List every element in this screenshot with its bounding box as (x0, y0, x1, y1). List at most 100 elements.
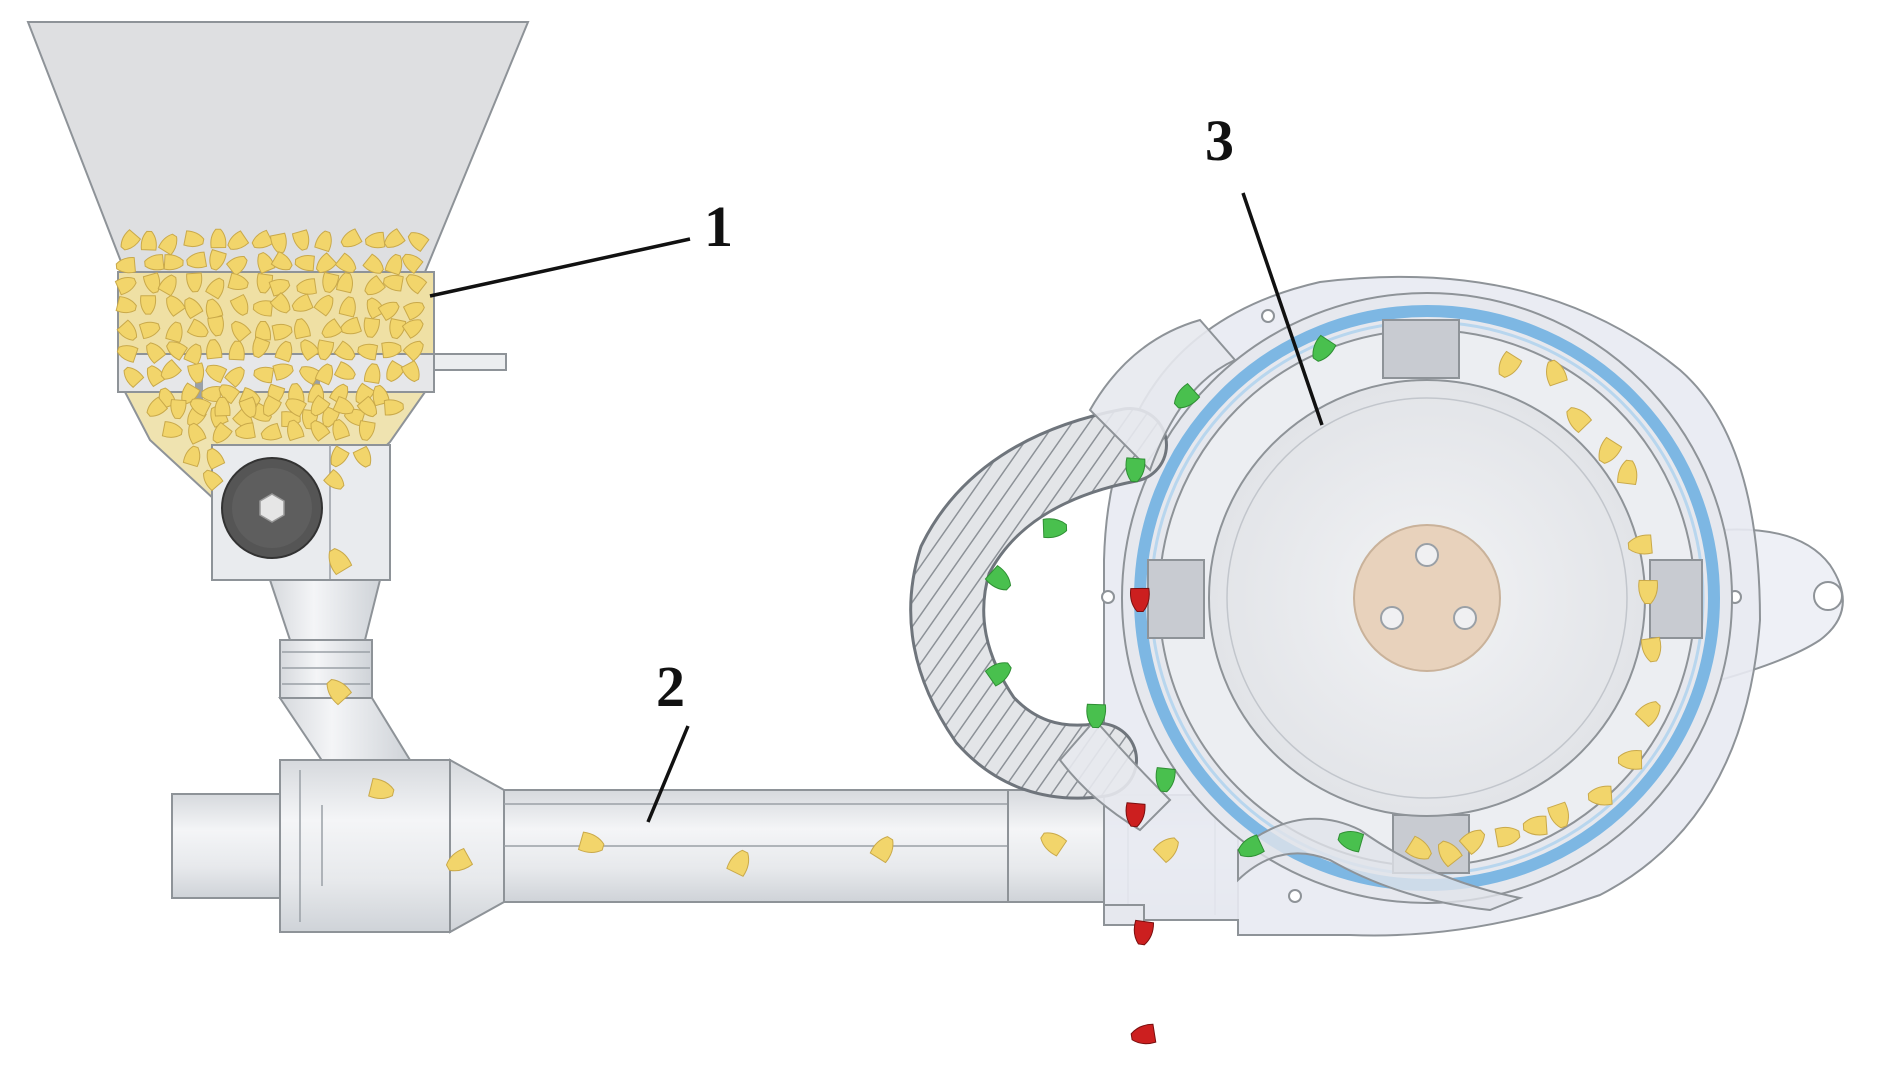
seed-kernel-icon (577, 831, 605, 853)
seed-kernel-icon (400, 360, 420, 383)
venturi-body (279, 759, 451, 933)
seed-kernel-icon (1152, 837, 1179, 864)
seed-kernel-icon (207, 315, 224, 337)
seed-layer (114, 228, 1662, 1045)
seed-kernel-icon (332, 418, 350, 441)
seed-kernel-icon (326, 678, 353, 706)
seed-kernel-icon (869, 836, 894, 864)
seed-kernel-icon (1125, 802, 1146, 828)
seed-kernel-icon (352, 445, 372, 468)
seed-kernel-icon (201, 385, 221, 402)
seed-kernel-icon (116, 345, 139, 363)
seed-kernel-icon (157, 274, 177, 297)
seed-kernel-icon (229, 293, 249, 316)
seed-kernel-icon (257, 251, 276, 274)
seed-kernel-icon (163, 254, 184, 271)
seed-kernel-icon (166, 295, 186, 317)
seed-outlet (1103, 904, 1145, 926)
seed-kernel-icon (362, 253, 384, 274)
seed-kernel-icon (314, 363, 334, 386)
seed-kernel-icon (323, 468, 345, 490)
seed-kernel-icon (140, 295, 157, 315)
seed-kernel-icon (317, 339, 335, 361)
hub-bolt-2 (1380, 606, 1404, 630)
seed-kernel-icon (1312, 334, 1337, 362)
seed-kernel-icon (186, 318, 209, 338)
seed-kernel-icon (186, 251, 208, 269)
seed-kernel-icon (1617, 750, 1643, 770)
seed-kernel-icon (334, 252, 357, 273)
hub-bolt-3 (1453, 606, 1477, 630)
seed-cell-right (1649, 559, 1703, 639)
seed-kernel-icon (358, 420, 376, 441)
seed-kernel-icon (1237, 834, 1265, 858)
seed-kernel-icon (161, 421, 183, 438)
seed-kernel-icon (1155, 767, 1176, 793)
seed-kernel-icon (138, 321, 161, 340)
seed-kernel-icon (1522, 815, 1548, 836)
hose-upper-elbow (1088, 318, 1237, 472)
seed-kernel-icon (146, 396, 169, 417)
seed-kernel-icon (364, 231, 386, 249)
callout-2: 2 (646, 654, 690, 823)
seed-kernel-icon (357, 343, 379, 361)
hub-bolt-1 (1415, 543, 1439, 567)
seed-kernel-icon (165, 321, 183, 343)
seed-kernel-icon (384, 253, 403, 276)
seed-kernel-icon (252, 300, 274, 317)
seed-kernel-icon (322, 271, 340, 294)
seed-kernel-icon (212, 421, 233, 444)
seed-kernel-icon (313, 294, 334, 317)
hose-lower-elbow (1058, 718, 1172, 832)
seed-kernel-icon (1040, 832, 1068, 857)
pipe-reducer (449, 758, 505, 934)
seed-kernel-icon (1547, 801, 1569, 829)
seed-kernel-icon (116, 319, 138, 341)
seed-kernel-icon (205, 277, 225, 300)
seed-kernel-icon (114, 277, 137, 296)
seed-kernel-icon (210, 228, 227, 249)
seed-kernel-icon (330, 445, 350, 468)
seed-kernel-icon (296, 278, 317, 295)
seed-kernel-icon (1042, 518, 1068, 539)
seed-kernel-icon (263, 394, 282, 417)
seed-kernel-icon (1634, 701, 1661, 728)
seed-kernel-icon (300, 339, 321, 361)
seed-kernel-icon (383, 228, 406, 248)
seed-kernel-icon (402, 340, 424, 362)
seed-kernel-icon (209, 249, 227, 271)
seed-kernel-icon (1458, 829, 1486, 856)
seed-kernel-icon (294, 318, 311, 340)
seed-kernel-icon (984, 564, 1012, 591)
seed-kernel-icon (1617, 459, 1638, 486)
seed-kernel-icon (140, 230, 157, 251)
seed-kernel-icon (188, 422, 207, 445)
seed-cell-top (1382, 319, 1460, 379)
seed-kernel-icon (234, 422, 256, 439)
seed-kernel-icon (333, 361, 356, 380)
seed-kernel-icon (158, 233, 178, 256)
seed-kernel-icon (328, 548, 353, 576)
seed-kernel-icon (1173, 382, 1201, 409)
seed-kernel-icon (288, 382, 305, 404)
seed-kernel-icon (146, 342, 167, 364)
seed-kernel-icon (252, 336, 271, 359)
seed-kernel-icon (214, 396, 231, 417)
seed-kernel-icon (170, 399, 187, 420)
drop-tube (268, 579, 382, 641)
seed-kernel-icon (405, 274, 428, 295)
seed-kernel-icon (363, 317, 380, 338)
seed-kernel-icon (310, 394, 331, 417)
seed-kernel-icon (291, 229, 310, 251)
seed-kernel-icon (1494, 826, 1521, 848)
seed-kernel-icon (253, 366, 275, 384)
seed-kernel-icon (227, 272, 249, 291)
seed-kernel-icon (314, 230, 332, 253)
seed-kernel-icon (364, 275, 386, 296)
seed-kernel-icon (356, 395, 378, 418)
seed-kernel-icon (383, 399, 404, 416)
seed-kernel-icon (310, 420, 331, 442)
seed-kernel-icon (336, 272, 353, 294)
seed-kernel-icon (382, 274, 404, 292)
seed-kernel-icon (115, 296, 137, 314)
